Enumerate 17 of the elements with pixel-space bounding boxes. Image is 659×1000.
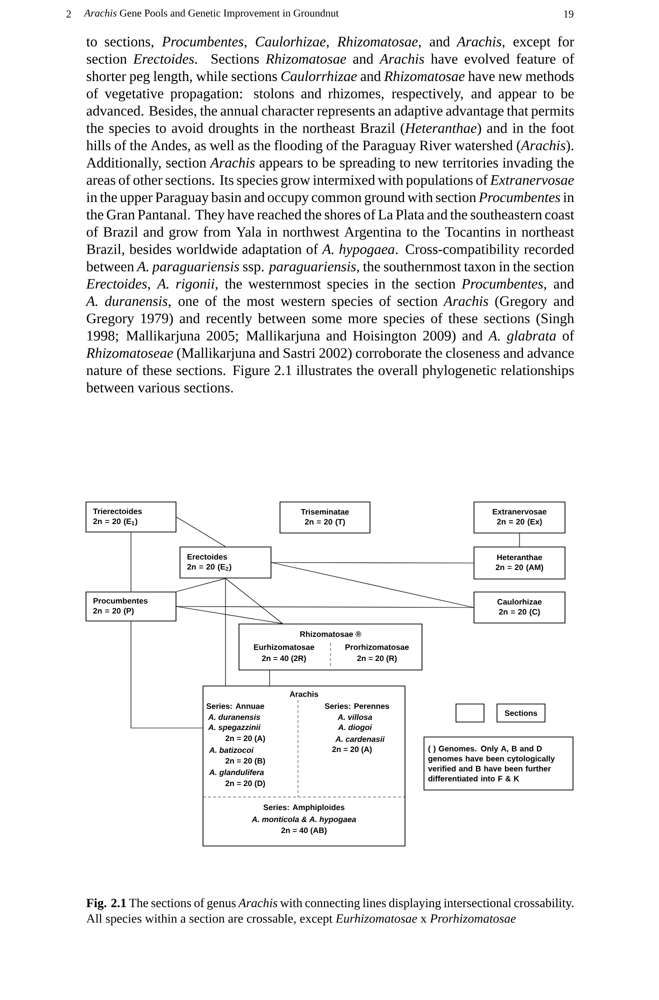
connecting-line — [176, 516, 226, 547]
connecting-line — [225, 578, 226, 686]
page-number: 19 — [564, 10, 574, 18]
connecting-line — [271, 562, 474, 564]
body-paragraph: to sections, Procumbentes, Caulorhizae, Rhizomatosae, and Arachis, except for section Erectoides. Sections Rhizomatosae and Arachis have evolved feature of shorter peg length, while sections Caulorrhizae and Rhizomatosae have new methods of vegetative propagation: stolons and rhizomes, respectively, and appear to be advanced. Besides, the annual character represents an adaptive advantage that permits the species to avoid droughts in the northeast Brazil (Heteranthae) and in the foot hills of the Andes, as well as the flooding of the Paraguay River watershed (Arachis). Additionally, section Arachis appears to be spreading to new territories invading the areas of other sections. Its species grow intermixed with populations of Extranervosae in the upper Paraguay basin and occupy common ground with section Procumbentes in the Gran Pantanal. They have reached the shores of La Plata and the southeastern coast of Brazil and grow from Yala in northwest Argentina to the Tocantins in northeast Brazil, besides worldwide adaptation of A. hypogaea. Cross-compatibility recorded between A. paraguariensis ssp. paraguariensis, the southernmost taxon in the section Erectoides, A. rigonii, the westernmost species in the section Procumbentes, and A. duranensis, one of the most western species of section Arachis (Gregory and Gregory 1979) and recently between some more species of these sections (Singh 1998; Mallikarjuna 2005; Mallikarjuna and Hoisington 2009) and A. glabrata of Rhizomatoseae (Mallikarjuna and Sastri 2002) corroborate the closeness and advance nature of these sections. Figure 2.1 illustrates the overall phylogenetic relationships between various sections. — [85, 36, 574, 393]
figure-caption: Fig. 2.1 The sections of genus Arachis with connecting lines displaying intersectional crossability. All species within a section are crossable, except Eurhizomatosae x Prorhizomatosae — [86, 898, 574, 926]
connecting-line — [225, 578, 283, 624]
connecting-line — [176, 578, 226, 592]
running-head: Arachis Gene Pools and Genetic Improvement in Groundnut — [84, 9, 339, 19]
connecting-line — [130, 621, 203, 728]
connecting-line — [176, 606, 474, 608]
connecting-line — [176, 606, 283, 624]
connecting-line — [130, 532, 132, 592]
connecting-line — [519, 533, 520, 547]
chapter-number: 2 — [66, 10, 71, 18]
connecting-line — [269, 670, 270, 686]
connecting-line — [271, 562, 474, 608]
